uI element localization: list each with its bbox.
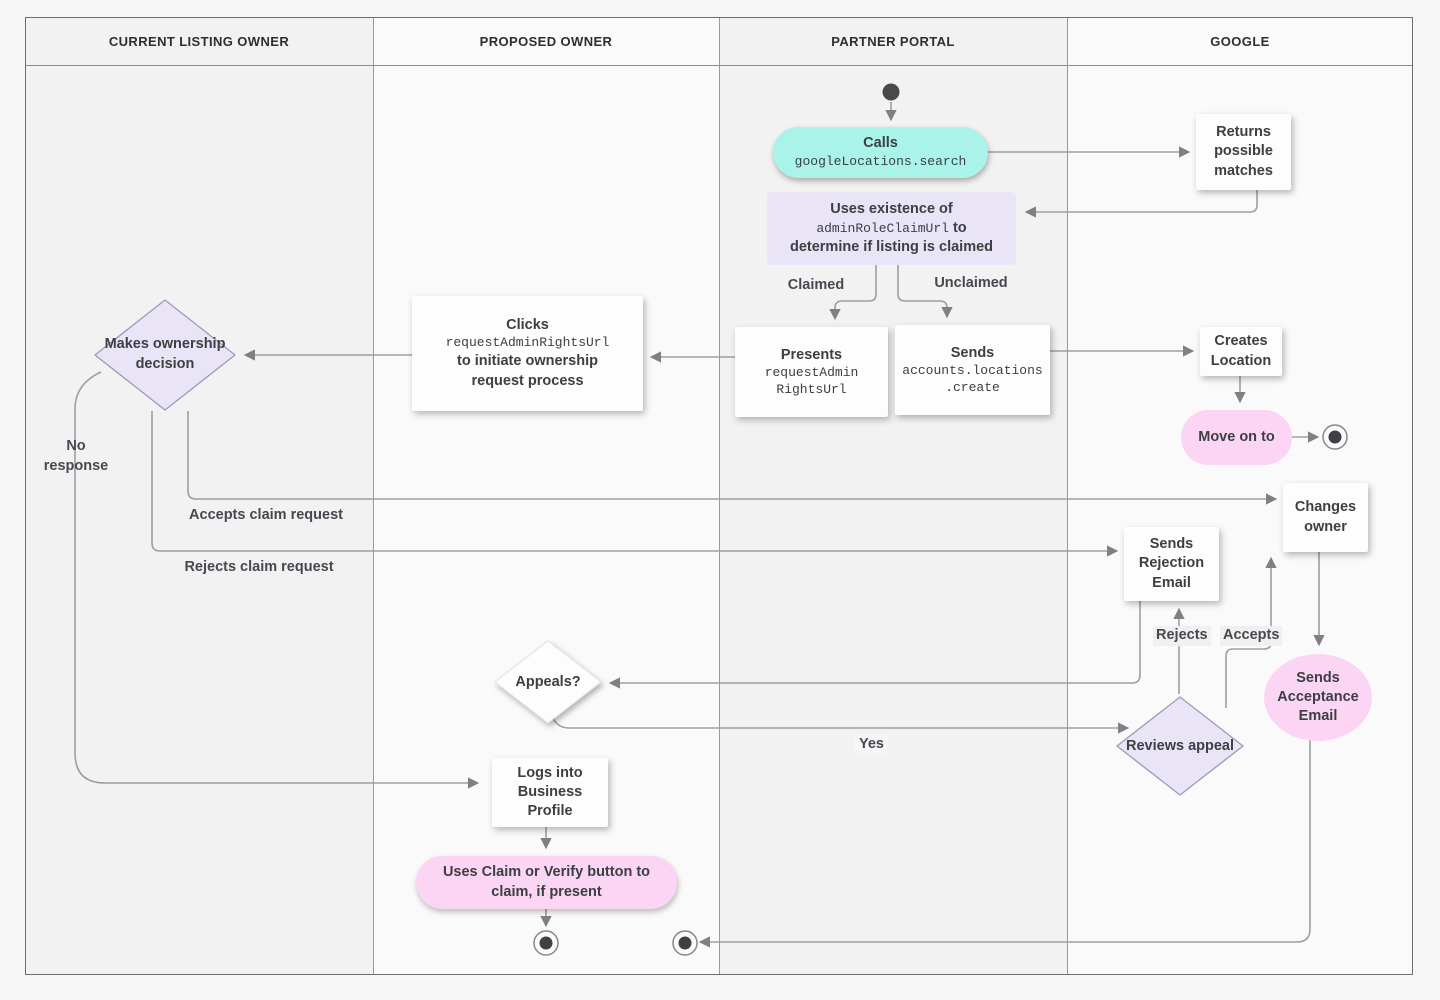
edge-label-accepts-claim-request: Accepts claim request bbox=[189, 507, 343, 523]
node-label: determine if listing is claimed bbox=[789, 239, 994, 256]
end-node bbox=[672, 930, 698, 956]
lane-divider bbox=[1067, 17, 1068, 975]
node-sends-rejection-email: Sends Rejection Email bbox=[1124, 527, 1219, 601]
edge-acceptance-to-end bbox=[698, 740, 1311, 948]
node-uses-claim-or-verify: Uses Claim or Verify button to claim, if… bbox=[416, 856, 677, 909]
edge-accepts-claim-to-changes bbox=[187, 411, 1278, 505]
lane-header-current-listing-owner: CURRENT LISTING OWNER bbox=[108, 33, 290, 49]
edge-yes-to-reviews bbox=[551, 715, 1130, 734]
lane-divider bbox=[373, 17, 374, 975]
node-presents-requestadminrightsurl: Presents requestAdmin RightsUrl bbox=[735, 327, 888, 417]
node-changes-owner: Changes owner bbox=[1283, 483, 1368, 552]
node-label: Calls bbox=[863, 135, 898, 152]
node-label: request process bbox=[471, 372, 584, 389]
edge-rejects-claim-to-rejection bbox=[151, 411, 1119, 557]
node-label: to initiate ownership bbox=[457, 353, 598, 370]
node-move-on-to: Move on to bbox=[1181, 410, 1292, 465]
node-label: Creates Location bbox=[1210, 333, 1272, 369]
node-label: Changes owner bbox=[1294, 499, 1357, 535]
lane-header-partner-portal: PARTNER PORTAL bbox=[831, 33, 955, 49]
end-node bbox=[1322, 424, 1348, 450]
edge-label-yes: Yes bbox=[855, 735, 888, 755]
start-node bbox=[882, 83, 900, 101]
decision-shapes bbox=[94, 299, 1244, 796]
makes-decision-diamond bbox=[94, 299, 236, 411]
node-label: Move on to bbox=[1198, 428, 1275, 445]
node-uses-existence-adminroleclaimurl: Uses existence of adminRoleClaimUrl to d… bbox=[767, 192, 1016, 265]
edge-no-response-to-logs bbox=[74, 371, 480, 789]
node-code-text: .create bbox=[945, 379, 1000, 395]
node-label: Logs into Business Profile bbox=[517, 764, 583, 820]
flow-edges bbox=[74, 102, 1325, 948]
edge-claimed-to-presents bbox=[829, 265, 877, 321]
node-code-text: requestAdmin bbox=[764, 364, 859, 380]
node-code-text: adminRoleClaimUrl bbox=[816, 220, 949, 236]
node-label: Sends Acceptance Email bbox=[1277, 669, 1359, 725]
node-code-text: accounts.locations bbox=[902, 362, 1043, 378]
edge-label-rejects: Rejects bbox=[1153, 626, 1211, 646]
edge-label-accepts: Accepts bbox=[1220, 626, 1283, 646]
edge-unclaimed-to-sends bbox=[897, 265, 953, 319]
edge-rejection-to-appeals bbox=[608, 601, 1141, 689]
terminal-nodes bbox=[533, 83, 1348, 956]
node-label: Clicks bbox=[506, 317, 549, 334]
lane-header-proposed-owner: PROPOSED OWNER bbox=[479, 33, 613, 49]
edge-label-claimed: Claimed bbox=[787, 277, 845, 293]
makes-decision-label: Makes ownership decision bbox=[104, 336, 226, 372]
lane-current-listing-owner bbox=[25, 17, 373, 975]
node-clicks-requestadminrightsurl: Clicks requestAdminRightsUrl to initiate… bbox=[412, 296, 643, 411]
lane-divider bbox=[719, 17, 720, 975]
reviews-appeal-diamond bbox=[1116, 696, 1244, 796]
node-code-text: requestAdminRightsUrl bbox=[445, 335, 610, 351]
node-label: Uses existence of bbox=[830, 200, 953, 217]
appeals-diamond bbox=[494, 640, 602, 724]
edge-returns-to-uses bbox=[1024, 189, 1258, 218]
edge-label-unclaimed: Unclaimed bbox=[934, 275, 1008, 291]
node-label: Sends Rejection Email bbox=[1138, 536, 1205, 591]
node-label: Presents bbox=[780, 346, 843, 363]
node-returns-possible-matches: Returns possible matches bbox=[1196, 114, 1291, 190]
node-label: Sends bbox=[950, 344, 995, 361]
node-code-line: adminRoleClaimUrl to bbox=[816, 219, 966, 238]
node-logs-into-business-profile: Logs into Business Profile bbox=[492, 758, 608, 827]
lane-header-google: GOOGLE bbox=[1210, 33, 1270, 49]
end-node bbox=[533, 930, 559, 956]
edge-label-no-response: No response bbox=[43, 438, 109, 474]
node-label: Uses Claim or Verify button to claim, if… bbox=[442, 864, 651, 900]
node-creates-location: Creates Location bbox=[1200, 327, 1282, 376]
appeals-label: Appeals? bbox=[515, 674, 581, 691]
node-sends-accounts-locations-create: Sends accounts.locations .create bbox=[895, 325, 1050, 415]
node-calls-googlelocations-search: Calls googleLocations.search bbox=[773, 127, 988, 178]
node-code-text: RightsUrl bbox=[776, 381, 847, 397]
node-code-text: googleLocations.search bbox=[794, 153, 967, 169]
reviews-appeal-label: Reviews appeal bbox=[1126, 738, 1234, 755]
diagram-frame bbox=[25, 17, 1413, 975]
node-label: Returns possible matches bbox=[1214, 124, 1273, 179]
edge-label-rejects-claim-request: Rejects claim request bbox=[184, 559, 334, 575]
node-sends-acceptance-email: Sends Acceptance Email bbox=[1264, 654, 1372, 741]
node-label: to bbox=[948, 219, 967, 236]
